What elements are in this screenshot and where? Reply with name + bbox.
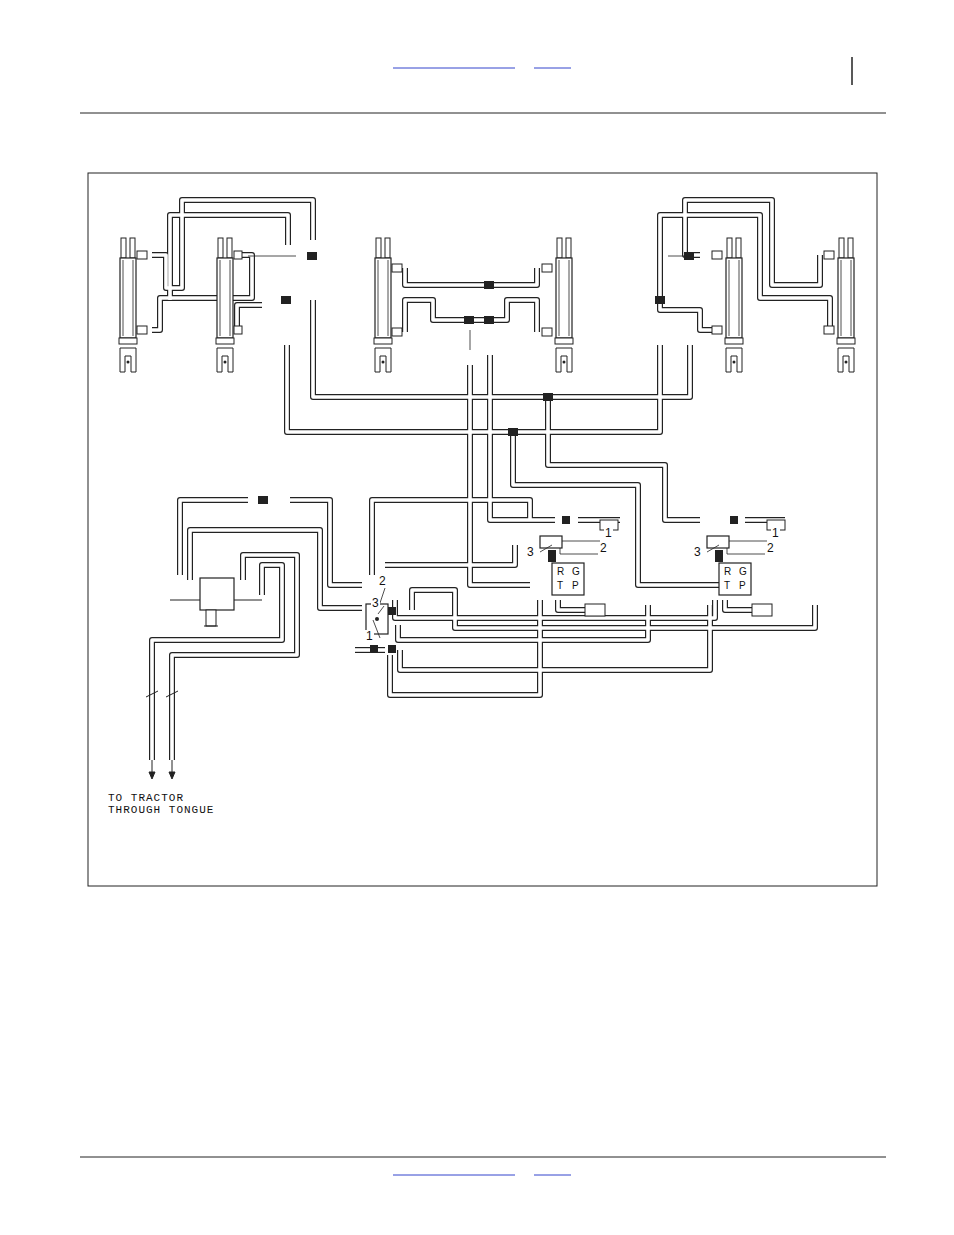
port-letter: G [572, 566, 580, 577]
callout-number: 1 [604, 527, 613, 540]
port-letter: G [739, 566, 747, 577]
callout-number: 1 [771, 527, 780, 540]
callout-number: 3 [371, 597, 380, 610]
callout-number: 3 [693, 546, 702, 559]
callout-number: 2 [766, 542, 775, 555]
port-letter: P [572, 580, 579, 591]
port-letter: R [557, 566, 564, 577]
port-letter: P [739, 580, 746, 591]
port-letter: T [557, 580, 563, 591]
callout-number: 3 [526, 546, 535, 559]
callout-number: 1 [365, 630, 374, 643]
callout-number: 2 [599, 542, 608, 555]
port-letter: T [724, 580, 730, 591]
note-text: TO TRACTOR THROUGH TONGUE [108, 792, 233, 816]
callout-number: 2 [378, 575, 387, 588]
port-letter: R [724, 566, 731, 577]
